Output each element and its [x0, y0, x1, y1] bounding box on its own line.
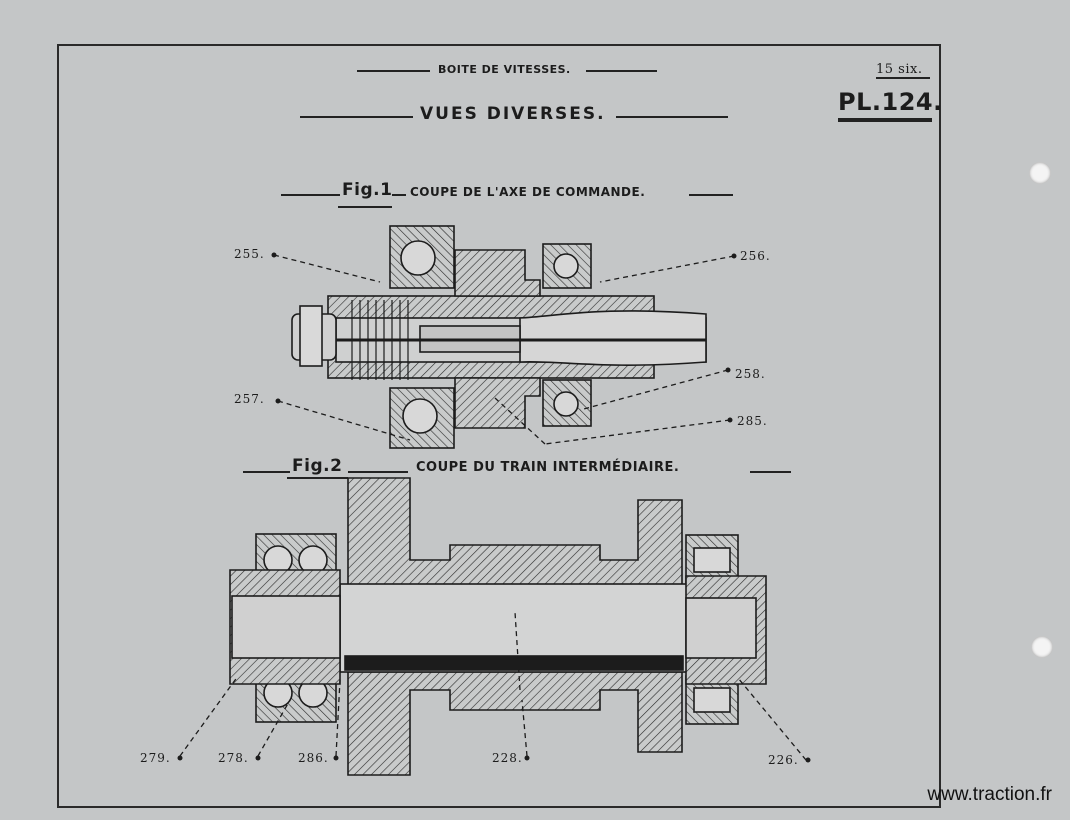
callout-286: 286. [298, 751, 329, 765]
watermark: www.traction.fr [927, 784, 1052, 805]
callout-257: 257. [234, 392, 265, 406]
callout-279: 279. [140, 751, 171, 765]
fig2-label: Fig.2 [292, 456, 343, 476]
fig1-caption: COUPE DE L'AXE DE COMMANDE. [410, 185, 646, 199]
callout-226: 226. [768, 753, 799, 767]
fig2-caption: COUPE DU TRAIN INTERMÉDIAIRE. [416, 460, 680, 475]
callout-228: 228. [492, 751, 523, 765]
fig2-drawing [177, 477, 811, 776]
fig1-drawing [271, 225, 737, 449]
header-rules [243, 70, 932, 479]
callout-278: 278. [218, 751, 249, 765]
callout-256: 256. [740, 249, 771, 263]
callout-258: 258. [735, 367, 766, 381]
punch-hole [1031, 636, 1053, 658]
callout-285: 285. [737, 414, 768, 428]
callout-255: 255. [234, 247, 265, 261]
drawing-border [57, 44, 941, 808]
fig1-label: Fig.1 [342, 180, 393, 200]
section-title: BOITE DE VITESSES. [438, 63, 571, 76]
model-label: 15 six. [876, 62, 923, 77]
page-title: VUES DIVERSES. [420, 104, 606, 124]
punch-hole [1029, 162, 1051, 184]
plate-number: PL.124. [838, 88, 943, 116]
